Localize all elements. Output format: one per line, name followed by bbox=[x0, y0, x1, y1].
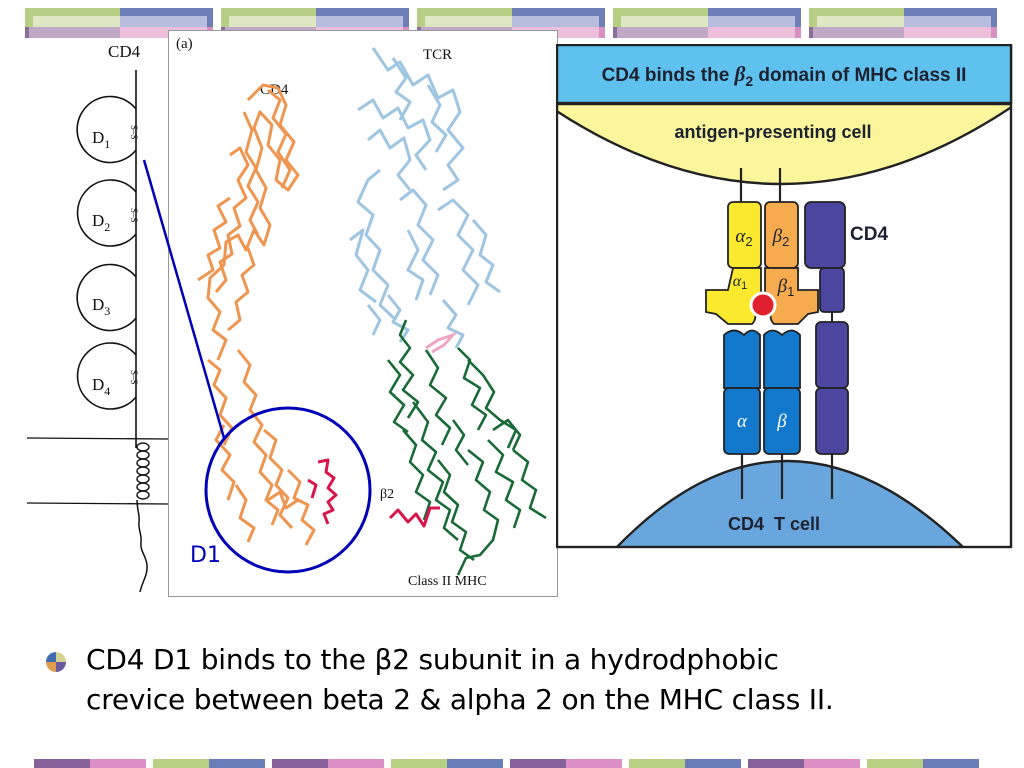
svg-text:D3: D3 bbox=[92, 295, 110, 318]
domain-d1: D1 S–S bbox=[76, 95, 139, 164]
cd4-molecule bbox=[804, 201, 849, 499]
deco-block bbox=[629, 759, 741, 768]
membrane-inner bbox=[26, 502, 169, 505]
transmembrane-helix bbox=[136, 442, 150, 500]
svg-text:D1: D1 bbox=[92, 128, 110, 151]
cd4-diagram-label: CD4 bbox=[850, 224, 888, 245]
mhc-beta2-interface bbox=[388, 506, 440, 528]
svg-text:β: β bbox=[776, 411, 787, 432]
beta2-structure-label: β2 bbox=[380, 487, 394, 502]
svg-text:α1: α1 bbox=[733, 273, 748, 292]
tcr-alpha-chain: α bbox=[723, 329, 761, 499]
d1-callout-label: D1 bbox=[190, 543, 221, 568]
crystal-structure-panel bbox=[168, 30, 558, 597]
disulfide-bond: S–S bbox=[129, 208, 139, 223]
deco-block bbox=[25, 8, 213, 38]
deco-block bbox=[272, 759, 384, 768]
cd4-mhc-binding-diagram: CD4 binds the β2 domain of MHC class II … bbox=[556, 44, 1013, 549]
peptide-trace bbox=[425, 331, 458, 354]
deco-block bbox=[34, 759, 146, 768]
deco-block bbox=[748, 759, 860, 768]
membrane-outer bbox=[26, 437, 169, 440]
cd4-backbone-trace bbox=[197, 83, 316, 546]
antigenic-peptide bbox=[749, 291, 777, 319]
svg-text:D4: D4 bbox=[92, 375, 110, 398]
svg-text:D2: D2 bbox=[92, 211, 110, 234]
deco-block bbox=[613, 8, 801, 38]
panel-label: (a) bbox=[176, 36, 193, 52]
svg-text:α2: α2 bbox=[735, 226, 752, 249]
callout-line bbox=[142, 159, 226, 439]
schematic-title: CD4 bbox=[108, 42, 141, 61]
deco-block bbox=[809, 8, 997, 38]
mhc-backbone-trace bbox=[386, 319, 547, 576]
domain-d2: D2 S–S bbox=[76, 179, 139, 247]
deco-block bbox=[391, 759, 503, 768]
svg-text:β1: β1 bbox=[777, 276, 795, 299]
cd4-domain-schematic: CD4 D1 S–S D2 S–S D3 D4 S–S bbox=[26, 42, 169, 593]
bullet-point: CD4 D1 binds to the β2 subunit in a hydr… bbox=[86, 640, 986, 720]
deco-block bbox=[510, 759, 622, 768]
d1-highlight-circle bbox=[204, 406, 372, 574]
deco-block bbox=[153, 759, 265, 768]
disulfide-bond: S–S bbox=[129, 370, 139, 385]
bullet-line-2: crevice between beta 2 & alpha 2 on the … bbox=[86, 683, 834, 716]
svg-text:α: α bbox=[737, 411, 748, 432]
antigen-presenting-cell bbox=[556, 102, 1012, 186]
deco-block bbox=[867, 759, 979, 768]
bullet-icon bbox=[46, 652, 66, 672]
banner-title: CD4 binds the β2 domain of MHC class II bbox=[602, 62, 967, 89]
bullet-line-1: CD4 D1 binds to the β2 subunit in a hydr… bbox=[86, 643, 779, 676]
domain-d4: D4 S–S bbox=[76, 342, 139, 410]
mhc-alpha1-domain: α1 bbox=[705, 267, 762, 325]
apc-label: antigen-presenting cell bbox=[674, 122, 871, 142]
tcr-structure-label: TCR bbox=[423, 47, 452, 63]
tcr-beta-chain: β bbox=[763, 329, 801, 499]
tcr-backbone-trace bbox=[349, 47, 501, 349]
svg-text:β2: β2 bbox=[772, 226, 790, 249]
mhc-beta2-domain: β2 bbox=[764, 201, 799, 269]
d1-callout-overlay: D1 bbox=[142, 159, 372, 574]
mhc-structure-label: Class II MHC bbox=[408, 574, 487, 589]
disulfide-bond: S–S bbox=[129, 125, 139, 140]
mhc-alpha2-domain: α2 bbox=[727, 201, 762, 269]
domain-d3: D3 bbox=[76, 263, 137, 332]
cd4-interface-residues bbox=[307, 458, 338, 525]
crystal-structure-figure: (a) CD4 TCR bbox=[176, 36, 547, 589]
cytoplasmic-tail bbox=[136, 499, 148, 593]
tcell-label: CD4 T cell bbox=[728, 514, 820, 534]
t-cell bbox=[614, 459, 966, 548]
title-banner bbox=[556, 44, 1013, 105]
